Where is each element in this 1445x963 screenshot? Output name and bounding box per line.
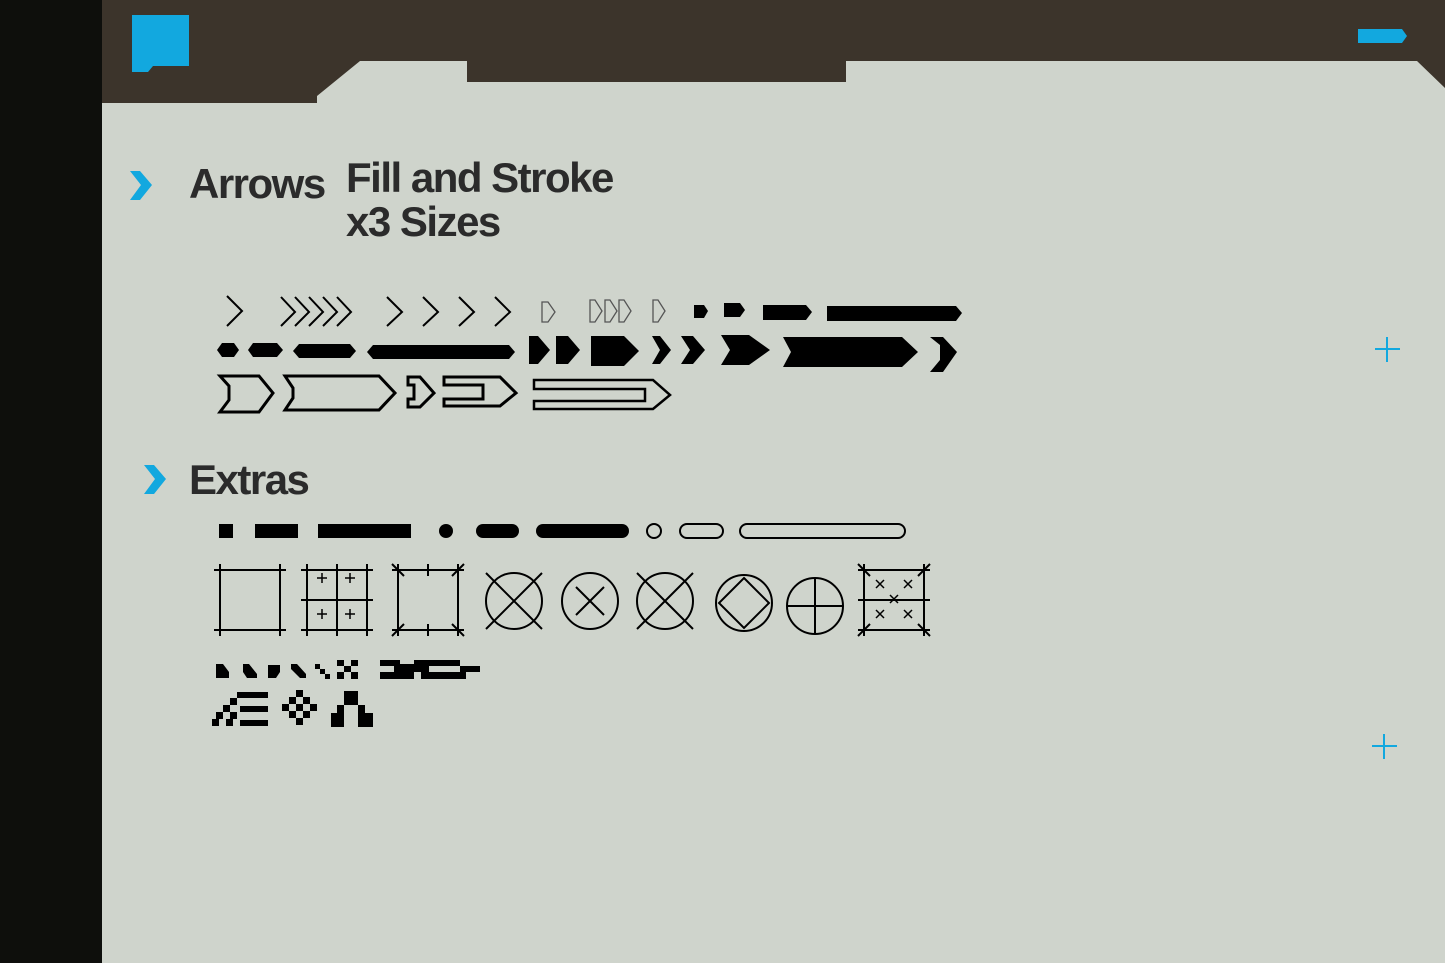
extras-outline-dashes xyxy=(646,523,906,539)
arrow-row-outlines xyxy=(216,374,672,414)
arrow-row-fill-tags xyxy=(694,303,962,321)
tag-arrow-icon xyxy=(1358,29,1407,43)
section-subtitle-line2: x3 Sizes xyxy=(346,198,501,245)
arrow-row-stroke-chevrons xyxy=(226,295,666,327)
plus-icon xyxy=(1372,734,1397,759)
section-subtitle-line1: Fill and Stroke xyxy=(346,154,614,201)
extras-dashes xyxy=(219,524,629,538)
section-title-extras: Extras xyxy=(189,456,310,503)
left-sidebar xyxy=(0,0,102,963)
chevron-right-icon xyxy=(144,465,166,494)
arrow-row-fill-shapes xyxy=(217,335,957,372)
speech-bubble-icon xyxy=(132,15,189,72)
header-bar xyxy=(102,0,1445,103)
chevron-right-icon xyxy=(130,171,152,200)
extras-frames xyxy=(214,563,931,637)
plus-icon xyxy=(1375,337,1400,362)
extras-pixel-glyphs xyxy=(212,660,480,727)
section-title-arrows: Arrows xyxy=(189,160,326,207)
